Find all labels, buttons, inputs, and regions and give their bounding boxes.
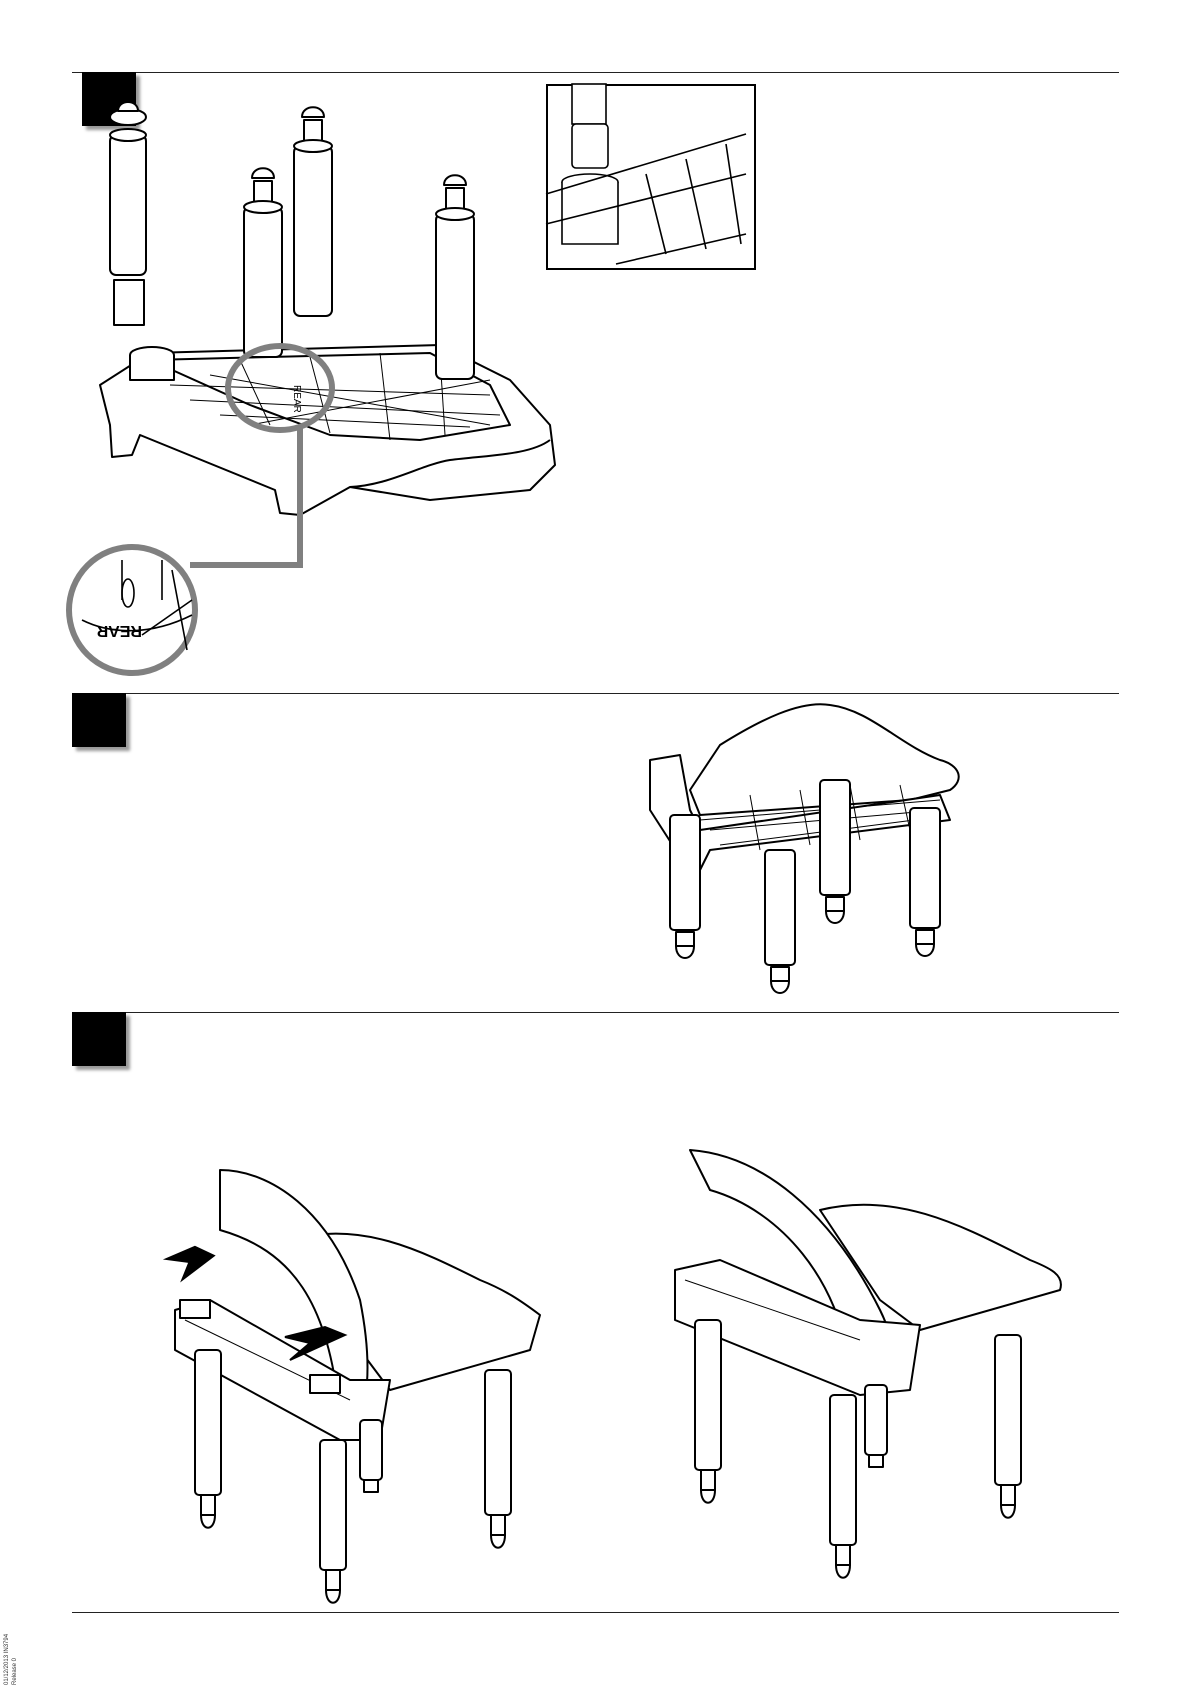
- step-3-marker: [72, 1012, 126, 1066]
- section-rule-step2: [72, 693, 1119, 694]
- step-2-marker: [72, 693, 126, 747]
- rear-callout-label: REAR: [96, 622, 142, 639]
- step-3-backrest-insertion-illustration: [160, 1150, 550, 1610]
- document-code-line1: 01/12/2013 IN3794: [4, 1634, 11, 1685]
- document-code: 01/12/2013 IN3794 Release 0: [4, 1625, 24, 1685]
- section-rule-step3: [72, 1012, 1119, 1013]
- step-3-assembled-chair-illustration: [670, 1150, 1070, 1590]
- step-1-leg-insertion-illustration: REAR: [90, 95, 570, 535]
- step-1-rear-marking: REAR: [291, 385, 302, 413]
- document-code-line2: Release 0: [12, 1658, 19, 1685]
- section-rule-top: [72, 72, 1119, 73]
- step-2-legs-installed-illustration: [640, 700, 970, 1000]
- rear-marking-callout: REAR: [62, 540, 202, 680]
- socket-detail-inset: [546, 84, 756, 270]
- section-rule-bottom: [72, 1612, 1119, 1613]
